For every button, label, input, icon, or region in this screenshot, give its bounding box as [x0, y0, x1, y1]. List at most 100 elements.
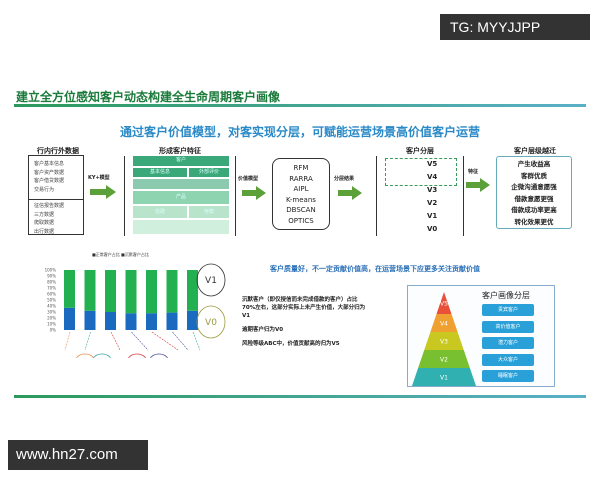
y-tick-label: 80%	[47, 280, 56, 285]
layer-header: 客户分层	[406, 147, 434, 155]
internal-data-item: 客户借贷数据	[34, 178, 65, 184]
annotation-label: V2	[154, 357, 163, 358]
bar-silent	[187, 270, 198, 311]
bottom-divider	[14, 395, 586, 398]
quality-notes: 沉默客户（即仅授信而未完成借款的客户）占比70%左右，这部分实际上未产生价值，大…	[242, 296, 367, 348]
feature-header: 形成客户特征	[159, 147, 201, 155]
note-risk: 风险等级ABC中，价值贡献高的归为V5	[242, 341, 340, 347]
annotation-circle	[196, 263, 226, 297]
internal-data-item: 客户资产数据	[34, 169, 65, 176]
dashed-arrow	[110, 331, 121, 351]
feature-block: 客户 基本信息 外部评价 产品 信政 存款	[124, 156, 236, 236]
feature-product: 产品	[133, 191, 229, 204]
y-tick-label: 20%	[47, 316, 56, 321]
annotation-circle	[76, 353, 94, 358]
pyramid-label: 高价值客户	[482, 320, 534, 333]
model-item: OPTICS	[288, 216, 314, 225]
dashed-arrow	[131, 331, 149, 351]
annotation-circle	[150, 353, 168, 358]
y-tick-label: 10%	[47, 322, 56, 327]
y-tick-label: 30%	[47, 310, 56, 315]
bar-normal	[64, 307, 75, 330]
bar-silent	[105, 270, 116, 312]
layer-item: V5	[427, 160, 438, 168]
model-item: RFM	[293, 164, 309, 172]
pyramid-label: 大众客户	[482, 353, 534, 366]
external-data-item: 出行数据	[34, 228, 55, 235]
bar-silent	[166, 270, 178, 313]
y-tick-label: 100%	[45, 268, 57, 273]
y-tick-label: 50%	[47, 298, 56, 303]
annotation-circle	[128, 353, 146, 358]
pyramid-level	[436, 292, 452, 314]
data-header: 行内行外数据	[37, 147, 79, 155]
migration-header: 客户层级越迁	[514, 147, 556, 155]
migration-item: 产生收益高	[517, 160, 551, 168]
arrow-label-value-model: 价值模型	[238, 176, 259, 182]
bar-normal	[166, 312, 178, 330]
pyramid-title: 客户画像分层	[482, 291, 530, 300]
layer-item: V3	[427, 186, 438, 194]
pyramid-level-label: V2	[440, 357, 448, 364]
annotation-label: V0	[205, 318, 217, 328]
feature-deposit: 存款	[189, 206, 229, 218]
feature-basic: 基本信息	[133, 168, 187, 177]
arrow-label-layer-result: 分层结果	[334, 176, 355, 182]
y-tick-label: 90%	[47, 274, 56, 279]
page-title: 建立全方位感知客户动态构建全生命周期客户画像	[16, 90, 281, 104]
pyramid-level	[424, 332, 464, 350]
migration-item: 企微沟通意愿强	[511, 183, 557, 191]
external-data-item: 三方数据	[34, 211, 55, 218]
pyramid-level-label: V3	[440, 339, 448, 346]
internal-data-item: 交易行为	[34, 186, 55, 193]
feature-credit: 信政	[133, 206, 187, 218]
bar-normal	[84, 310, 96, 330]
annotation-circle	[93, 353, 111, 358]
y-tick-label: 60%	[47, 292, 56, 297]
dashed-arrow	[84, 331, 91, 351]
arrow-4	[466, 178, 490, 192]
model-item: RARRA	[289, 174, 313, 183]
pyramid-label: 潜力客户	[482, 337, 534, 349]
bar-silent	[64, 270, 75, 308]
dashed-arrow	[151, 331, 179, 351]
feature-external: 外部评价	[189, 168, 229, 177]
arrow-1	[90, 185, 116, 199]
bar-normal	[146, 313, 157, 330]
watermark-bottom: www.hn27.com	[8, 440, 148, 470]
layer-item: V0	[427, 225, 438, 233]
dashed-arrow	[172, 331, 189, 351]
annotation-label: V5	[80, 357, 89, 358]
layer-item: V4	[427, 173, 438, 181]
dashed-arrow	[192, 331, 201, 351]
arrow-label-ky: KY+模型	[88, 175, 110, 181]
bar-silent	[146, 270, 157, 314]
migration-item: 借款成功率更高	[511, 206, 557, 214]
bar-normal	[105, 312, 116, 330]
pyramid-level	[430, 314, 458, 332]
bar-normal	[125, 313, 137, 330]
quality-heading: 客户质量好，不一定贡献价值高，在运营场景下应更多关注贡献价值	[270, 265, 480, 273]
migration-item: 借款意愿更强	[514, 194, 554, 203]
annotation-label: V1	[205, 276, 217, 286]
migration-item: 转化效果更优	[514, 217, 554, 226]
pyramid-label: 贵宾客户	[482, 304, 534, 316]
arrow-3	[338, 186, 362, 200]
model-item: K-means	[286, 195, 316, 204]
top-layer-highlight	[385, 158, 457, 186]
annotation-circle	[196, 305, 226, 339]
feature-tags	[133, 179, 229, 189]
model-item: AIPL	[293, 185, 309, 193]
bar-silent	[84, 270, 96, 311]
watermark-top: TG: MYYJJPP	[440, 14, 590, 40]
pyramid-label: 睡眠客户	[482, 370, 534, 382]
pyramid-level-label: V5	[440, 301, 448, 308]
subtitle: 通过客户价值模型，对客实现分层，可赋能运营场景高价值客户运营	[119, 125, 480, 139]
data-sources: 客户基本信息客户资产数据客户借贷数据交易行为 征信报告数据三方数据爬取数据出行数…	[28, 155, 84, 235]
y-tick-label: 70%	[47, 286, 56, 291]
layer-item: V1	[427, 212, 438, 220]
bar-silent	[125, 270, 137, 314]
pyramid-level-label: V4	[440, 321, 448, 328]
